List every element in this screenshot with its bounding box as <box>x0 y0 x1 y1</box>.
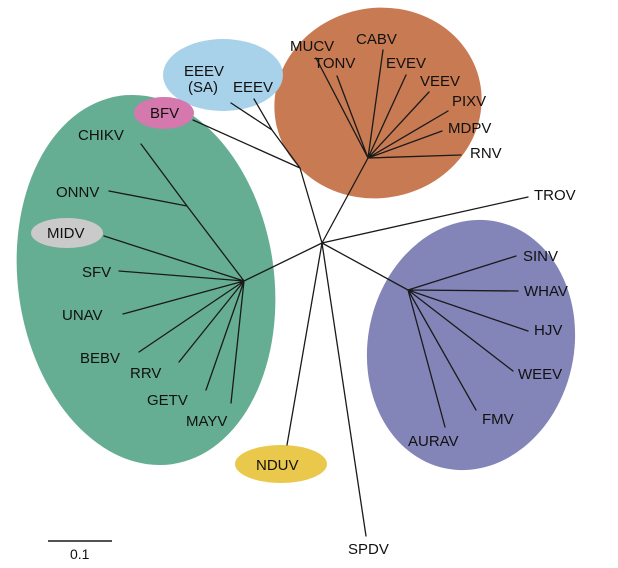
taxon-label-eeev-sa-line1: EEEV <box>184 63 224 80</box>
taxon-label-rnv: RNV <box>470 145 502 162</box>
taxon-label-unav: UNAV <box>62 307 103 324</box>
taxon-label-mayv: MAYV <box>186 413 227 430</box>
taxon-label-evev: EVEV <box>386 55 426 72</box>
taxon-label-bebv: BEBV <box>80 350 120 367</box>
taxon-label-hjv: HJV <box>534 322 562 339</box>
taxon-label-spdv: SPDV <box>348 541 389 558</box>
group-ellipse-yellow-nduv <box>235 445 327 483</box>
taxon-label-veev: VEEV <box>420 73 460 90</box>
group-ellipse-pink-bfv <box>134 97 194 129</box>
taxon-label-chikv: CHIKV <box>78 127 124 144</box>
taxon-label-pixv: PIXV <box>452 93 486 110</box>
taxon-label-nduv: NDUV <box>256 457 299 474</box>
taxon-label-eeev: EEEV <box>233 79 273 96</box>
group-ellipse-blue-eeev <box>163 39 283 111</box>
group-ellipse-purple-clade <box>366 219 576 471</box>
taxon-label-cabv: CABV <box>356 31 397 48</box>
taxon-label-mucv: MUCV <box>290 38 334 55</box>
group-ellipse-orange-clade <box>274 7 482 199</box>
taxon-label-sfv: SFV <box>82 264 111 281</box>
taxon-label-getv: GETV <box>147 392 188 409</box>
taxon-label-midv: MIDV <box>47 225 85 242</box>
taxon-label-fmv: FMV <box>482 411 514 428</box>
group-ellipse-gray-midv <box>31 218 103 248</box>
tree-branches <box>103 49 529 537</box>
taxon-label-trov: TROV <box>534 187 576 204</box>
taxon-label-tonv: TONV <box>314 55 355 72</box>
taxon-label-eeev-sa-line2: (SA) <box>188 79 218 96</box>
group-ellipse-green-clade <box>16 94 276 466</box>
taxon-label-sinv: SINV <box>523 248 558 265</box>
taxon-label-mdpv: MDPV <box>448 120 491 137</box>
taxon-label-onnv: ONNV <box>56 184 99 201</box>
scale-bar-label: 0.1 <box>70 546 90 562</box>
taxon-label-rrv: RRV <box>130 365 161 382</box>
taxon-label-whav: WHAV <box>524 283 568 300</box>
taxon-label-aurav: AURAV <box>408 433 459 450</box>
taxon-label-bfv: BFV <box>150 105 179 122</box>
taxon-label-weev: WEEV <box>518 366 562 383</box>
